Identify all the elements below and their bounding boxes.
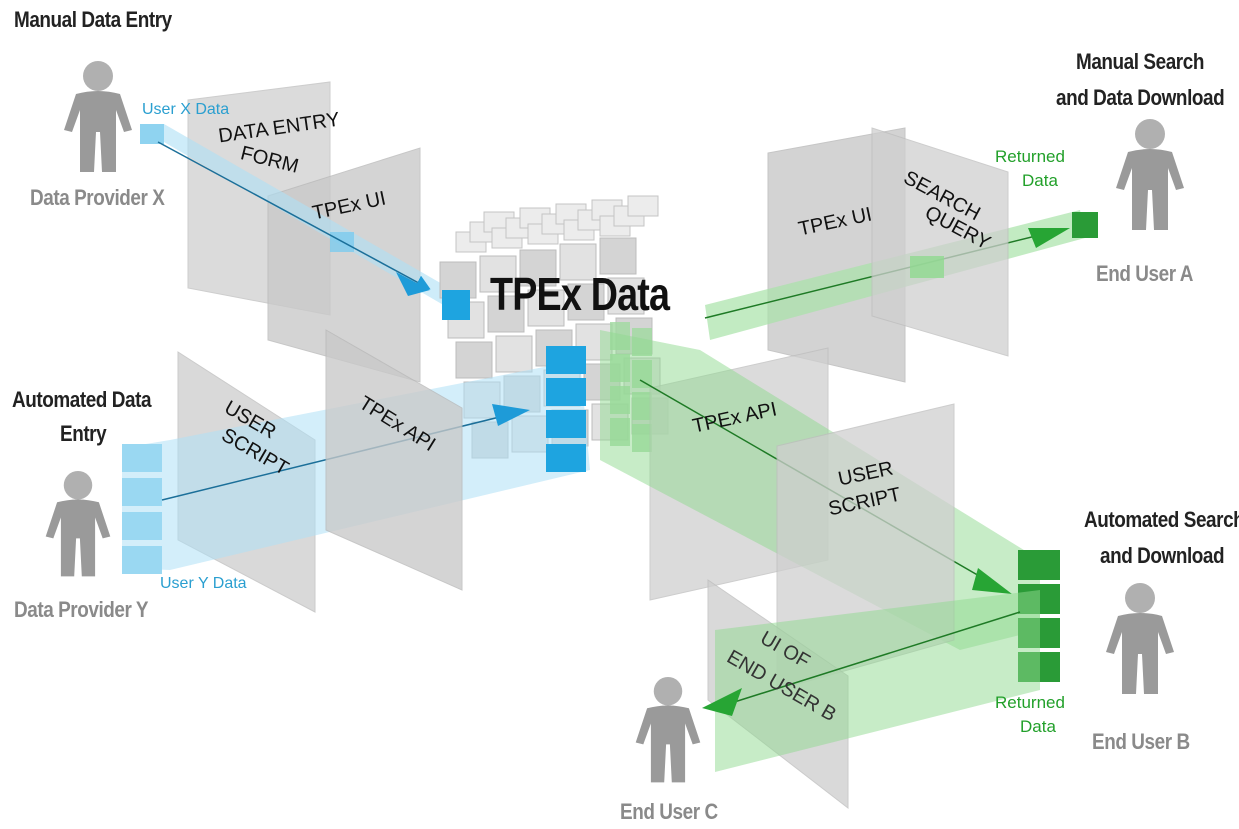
cube-cell [487, 295, 525, 333]
title-automated-data-entry-2: Entry [60, 421, 107, 446]
cube-cell [519, 249, 557, 287]
person-icon-end-user-a [1116, 119, 1184, 230]
flow-user-x-data [140, 124, 470, 310]
cube-cell [559, 243, 597, 281]
actor-end-user-a: End User A [1096, 261, 1193, 286]
title-manual-search-2: and Data Download [1056, 85, 1225, 110]
person-icon-provider-x [64, 61, 132, 172]
label-returned-data-b-2: Data [1020, 717, 1056, 736]
center-title-tpex-data: TPEx Data [490, 268, 670, 320]
person-icon-provider-y [45, 470, 111, 577]
title-automated-data-entry-1: Automated Data [12, 387, 152, 412]
cube-cell [599, 237, 637, 275]
arrow-user-x-to-data [157, 141, 431, 290]
panel-search-query [871, 127, 1009, 357]
user-x-data-block [140, 124, 164, 144]
label-returned-data-a-2: Data [1022, 171, 1058, 190]
title-manual-data-entry: Manual Data Entry [14, 7, 172, 32]
title-manual-search-1: Manual Search [1076, 49, 1204, 74]
flow-end-user-c [702, 590, 1040, 772]
label-returned-data-b-1: Returned [995, 693, 1065, 712]
cube-top-cell [627, 195, 659, 217]
actor-end-user-c: End User C [620, 799, 718, 824]
cube-cell [607, 277, 645, 315]
actor-data-provider-y: Data Provider Y [14, 597, 149, 622]
title-automated-search-1: Automated Search [1084, 507, 1239, 532]
blue-stored-blocks [442, 290, 586, 472]
panel-tpex-api-left [325, 329, 463, 591]
panel-tpex-ui-right [767, 127, 906, 383]
cube-cell [495, 335, 533, 373]
user-y-data-blocks [122, 444, 162, 574]
title-automated-search-2: and Download [1100, 543, 1225, 568]
person-icon-end-user-c [635, 676, 701, 783]
actor-data-provider-x: Data Provider X [30, 185, 165, 210]
cube-cell [527, 289, 565, 327]
person-icon-end-user-b [1106, 583, 1174, 694]
label-returned-data-a-1: Returned [995, 147, 1065, 166]
label-user-y-data: User Y Data [160, 575, 247, 592]
cube-cell [479, 255, 517, 293]
label-user-x-data: User X Data [142, 101, 230, 118]
cube-cell [455, 341, 493, 379]
actor-end-user-b: End User B [1092, 729, 1190, 754]
cube-cell [567, 283, 605, 321]
returned-data-a-block [1072, 212, 1098, 238]
